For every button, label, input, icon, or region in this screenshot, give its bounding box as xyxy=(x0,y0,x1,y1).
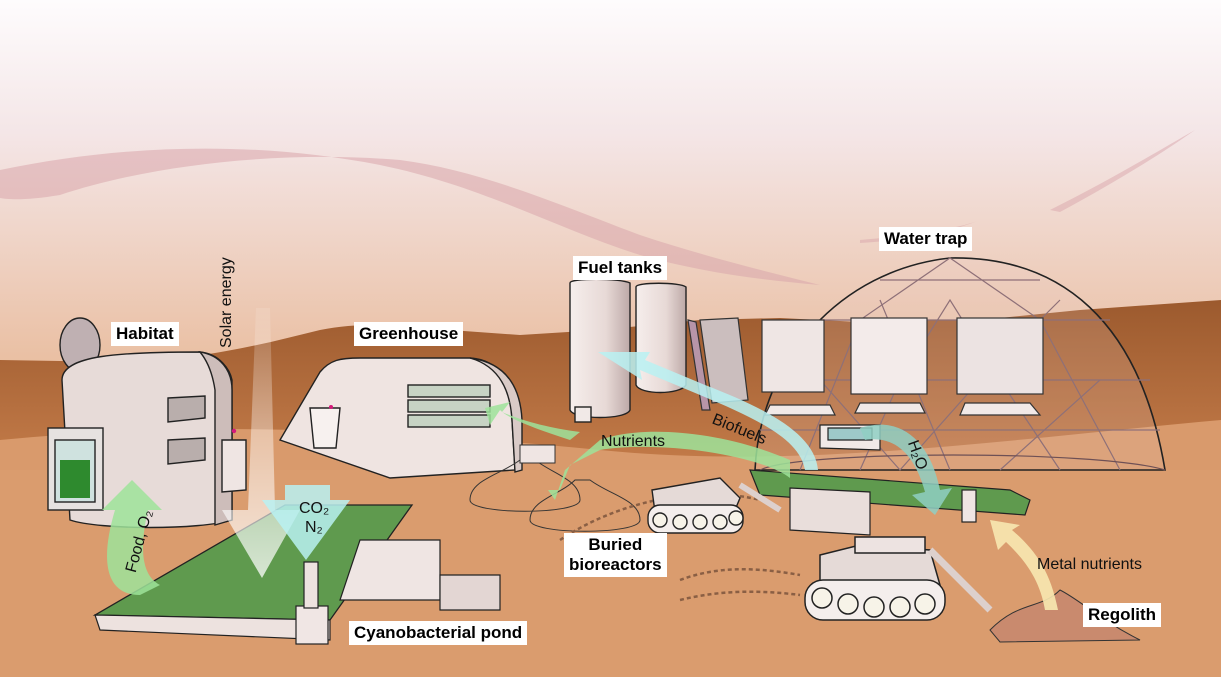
solar-panels xyxy=(687,317,1044,416)
label-buried-line2: bioreactors xyxy=(569,555,662,574)
rover-small xyxy=(647,477,782,534)
metal-nutrients-arrow xyxy=(990,520,1058,610)
water-processing-line xyxy=(749,424,1031,536)
flow-metal-nutrients: Metal nutrients xyxy=(1037,556,1142,573)
regolith-pile xyxy=(989,589,1141,643)
plant-racks xyxy=(407,384,491,428)
flow-n2: N₂ xyxy=(305,519,323,536)
nutrients-arrow xyxy=(548,431,790,500)
greenhouse-building xyxy=(278,357,523,479)
co2-n2-arrow xyxy=(262,485,350,560)
nutrients-branch-arrow xyxy=(485,402,580,440)
flow-solar-energy: Solar energy xyxy=(218,257,235,348)
habitat-building xyxy=(47,317,247,529)
label-cyanobacterial-pond: Cyanobacterial pond xyxy=(349,621,528,645)
biofuels-arrow xyxy=(598,352,818,470)
h2o-arrow xyxy=(860,424,952,515)
label-buried-bioreactors: Buried bioreactors xyxy=(564,533,667,577)
cloud-wisp xyxy=(1050,130,1195,212)
rover-large xyxy=(804,536,993,621)
label-regolith: Regolith xyxy=(1083,603,1161,627)
label-habitat: Habitat xyxy=(111,322,179,346)
food-o2-arrow xyxy=(102,480,162,595)
label-water-trap: Water trap xyxy=(879,227,973,251)
label-buried-line1: Buried xyxy=(588,535,643,554)
flow-co2: CO₂ xyxy=(299,500,330,517)
label-fuel-tanks: Fuel tanks xyxy=(573,256,668,280)
flow-nutrients: Nutrients xyxy=(601,433,666,450)
label-greenhouse: Greenhouse xyxy=(354,322,464,346)
cloud-streak xyxy=(0,148,820,285)
